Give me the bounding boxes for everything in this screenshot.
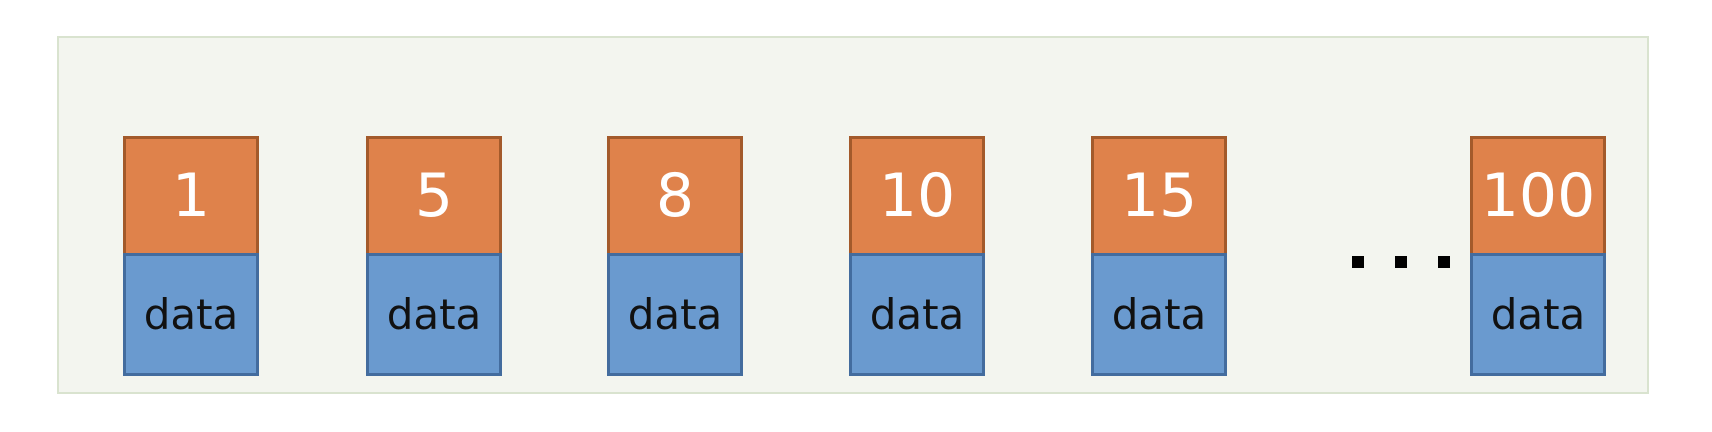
- ellipsis-dot: [1352, 256, 1364, 268]
- data-cell: data: [1091, 253, 1227, 376]
- key-cell: 100: [1470, 136, 1606, 256]
- data-cell: data: [849, 253, 985, 376]
- record-1: 1 data: [123, 136, 259, 376]
- data-cell: data: [366, 253, 502, 376]
- record-8: 8 data: [607, 136, 743, 376]
- key-cell: 15: [1091, 136, 1227, 256]
- data-cell: data: [607, 253, 743, 376]
- key-cell: 1: [123, 136, 259, 256]
- key-cell: 8: [607, 136, 743, 256]
- diagram-panel: 1 data 5 data 8 data 10 data 15 data 100…: [57, 36, 1649, 394]
- record-5: 5 data: [366, 136, 502, 376]
- data-cell: data: [1470, 253, 1606, 376]
- ellipsis: [1352, 256, 1452, 268]
- record-10: 10 data: [849, 136, 985, 376]
- key-cell: 10: [849, 136, 985, 256]
- record-100: 100 data: [1470, 136, 1606, 376]
- data-cell: data: [123, 253, 259, 376]
- ellipsis-dot: [1438, 256, 1450, 268]
- record-15: 15 data: [1091, 136, 1227, 376]
- key-cell: 5: [366, 136, 502, 256]
- ellipsis-dot: [1395, 256, 1407, 268]
